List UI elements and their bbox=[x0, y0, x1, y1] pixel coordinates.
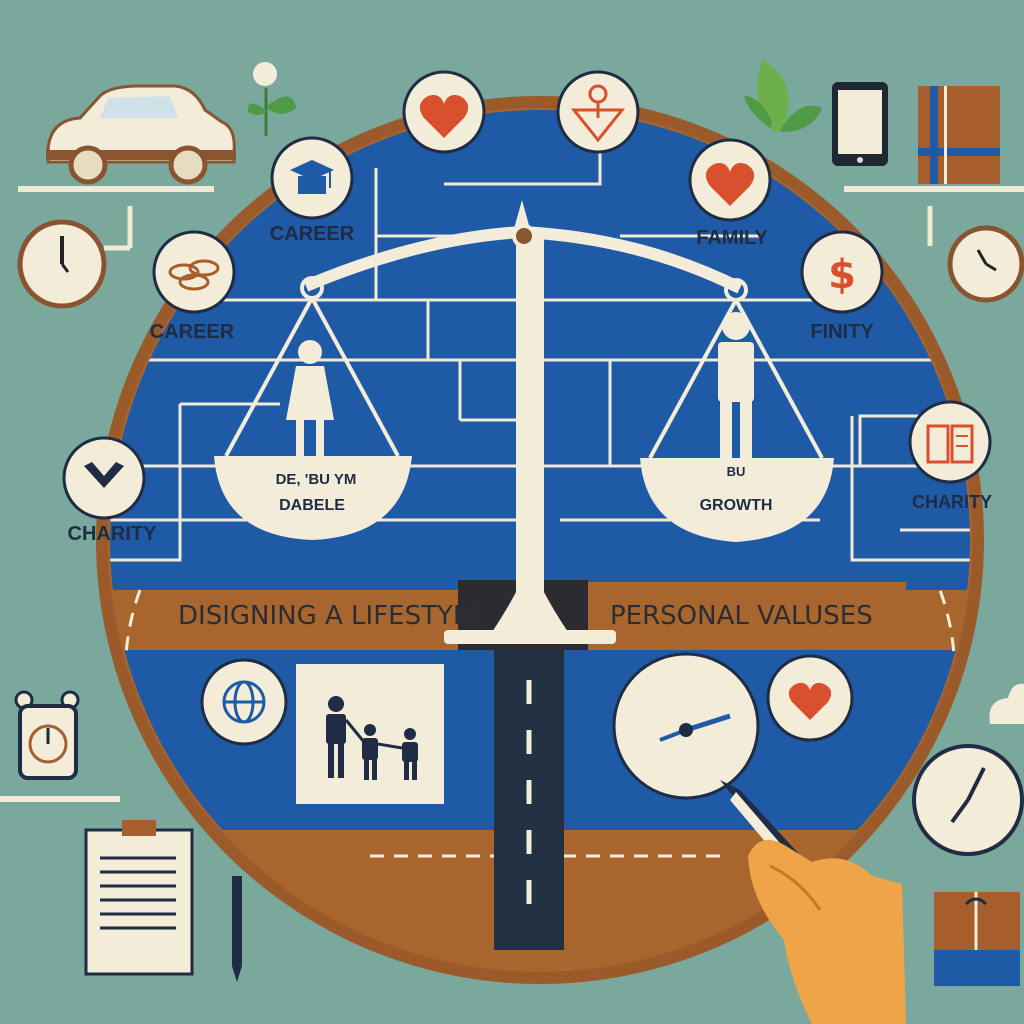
heart-icon bbox=[419, 95, 469, 138]
right-pan-line2: GROWTH bbox=[700, 497, 773, 514]
right-pan-line1: BU bbox=[727, 464, 746, 479]
globe-badge bbox=[200, 658, 288, 746]
wall-clock-bottom-icon bbox=[912, 744, 1024, 856]
left-pan-line2: DABELE bbox=[279, 497, 345, 514]
charity-badge-right bbox=[908, 400, 992, 484]
clock-badge bbox=[612, 652, 760, 800]
woman-figure-icon bbox=[286, 340, 334, 460]
label-finity: FINITY bbox=[810, 321, 874, 343]
balance-scale: DE, 'BU YM DABELE BU GROWTH bbox=[214, 200, 834, 644]
label-charity-left: CHARITY bbox=[68, 523, 158, 545]
location-badge-top bbox=[556, 70, 640, 154]
heart-badge-top bbox=[402, 70, 486, 154]
graduation-cap-icon bbox=[290, 160, 334, 194]
family-badge bbox=[688, 138, 772, 222]
clipboard-icon bbox=[84, 820, 194, 976]
cloud-icon bbox=[989, 683, 1024, 724]
right-shelf-decor bbox=[744, 60, 1024, 303]
gift-box-icon bbox=[934, 892, 1020, 986]
car-icon bbox=[46, 84, 236, 185]
globe-icon bbox=[222, 680, 266, 724]
right-pan bbox=[640, 458, 834, 542]
charity-badge-left bbox=[62, 436, 146, 520]
location-pin-icon bbox=[570, 84, 626, 143]
left-pan bbox=[214, 456, 412, 540]
book-icon bbox=[926, 424, 974, 464]
dollar-icon: $ bbox=[828, 252, 856, 298]
label-family: FAMILY bbox=[696, 227, 768, 249]
title-banner: DISIGNING A LIFESTYLE PERSONAL VALUSES bbox=[150, 580, 906, 650]
wall-clock-left-icon bbox=[17, 206, 133, 309]
label-career-top: CAREER bbox=[270, 223, 355, 245]
label-career-left: CAREER bbox=[150, 321, 235, 343]
career-badge-top bbox=[270, 136, 354, 220]
hand-with-pen bbox=[720, 780, 906, 1024]
leaf-plant-icon bbox=[744, 60, 822, 132]
family-icon bbox=[326, 696, 418, 780]
book-box-icon bbox=[918, 86, 1000, 184]
pen-icon bbox=[232, 876, 242, 982]
heart-badge-lower bbox=[766, 654, 854, 742]
road bbox=[494, 650, 564, 950]
clock-icon bbox=[659, 713, 731, 742]
banner-left-text: DISIGNING A LIFESTYLE bbox=[178, 601, 484, 631]
wall-clock-right-icon bbox=[927, 206, 1024, 303]
man-figure-icon bbox=[718, 312, 754, 460]
tablet-icon bbox=[832, 82, 888, 166]
label-charity-right: CHARITY bbox=[912, 492, 992, 512]
sprout-icon bbox=[247, 62, 296, 136]
banner-right-text: PERSONAL VALUSES bbox=[610, 601, 873, 631]
career-badge-left bbox=[152, 230, 236, 314]
family-card bbox=[296, 664, 444, 804]
coins-icon bbox=[168, 259, 220, 291]
heart-icon bbox=[705, 163, 755, 206]
alarm-clock-icon bbox=[14, 690, 80, 780]
heart-icon bbox=[788, 682, 832, 720]
finance-badge: $ bbox=[800, 230, 884, 314]
shelf-bottom-left bbox=[0, 796, 120, 802]
chevron-down-icon bbox=[84, 462, 124, 488]
left-shelf-decor bbox=[17, 62, 296, 309]
left-pan-line1: DE, 'BU YM bbox=[276, 471, 357, 488]
